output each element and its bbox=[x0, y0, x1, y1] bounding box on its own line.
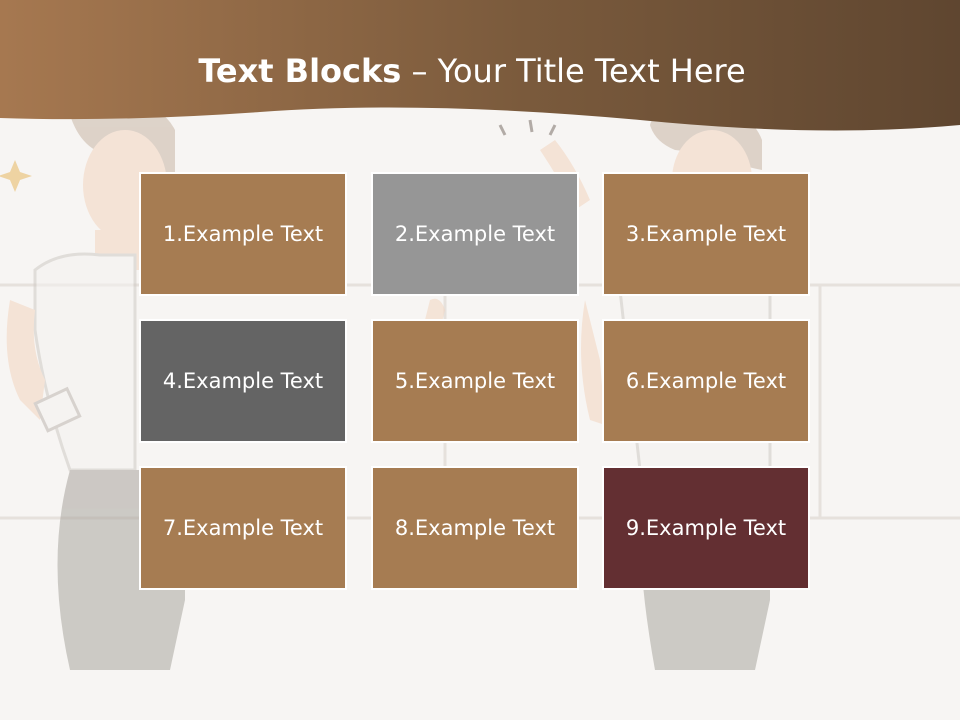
text-block-label: 8.Example Text bbox=[394, 516, 556, 540]
text-block-5: 5.Example Text bbox=[371, 319, 579, 443]
text-block-label: 5.Example Text bbox=[394, 369, 556, 393]
text-block-label: 4.Example Text bbox=[162, 369, 324, 393]
text-block-7: 7.Example Text bbox=[139, 466, 347, 590]
text-block-label: 7.Example Text bbox=[162, 516, 324, 540]
text-block-8: 8.Example Text bbox=[371, 466, 579, 590]
title-dash: – bbox=[401, 52, 438, 90]
text-block-3: 3.Example Text bbox=[602, 172, 810, 296]
text-block-label: 3.Example Text bbox=[625, 222, 787, 246]
text-block-6: 6.Example Text bbox=[602, 319, 810, 443]
text-block-label: 9.Example Text bbox=[625, 516, 787, 540]
text-block-1: 1.Example Text bbox=[139, 172, 347, 296]
text-block-2: 2.Example Text bbox=[371, 172, 579, 296]
text-block-9: 9.Example Text bbox=[602, 466, 810, 590]
text-block-4: 4.Example Text bbox=[139, 319, 347, 443]
text-block-label: 1.Example Text bbox=[162, 222, 324, 246]
title-bold: Text Blocks bbox=[198, 52, 402, 90]
slide-title: Text Blocks – Your Title Text Here bbox=[0, 52, 944, 90]
text-block-label: 6.Example Text bbox=[625, 369, 787, 393]
text-block-label: 2.Example Text bbox=[394, 222, 556, 246]
title-rest: Your Title Text Here bbox=[437, 52, 746, 90]
title-banner bbox=[0, 0, 960, 131]
